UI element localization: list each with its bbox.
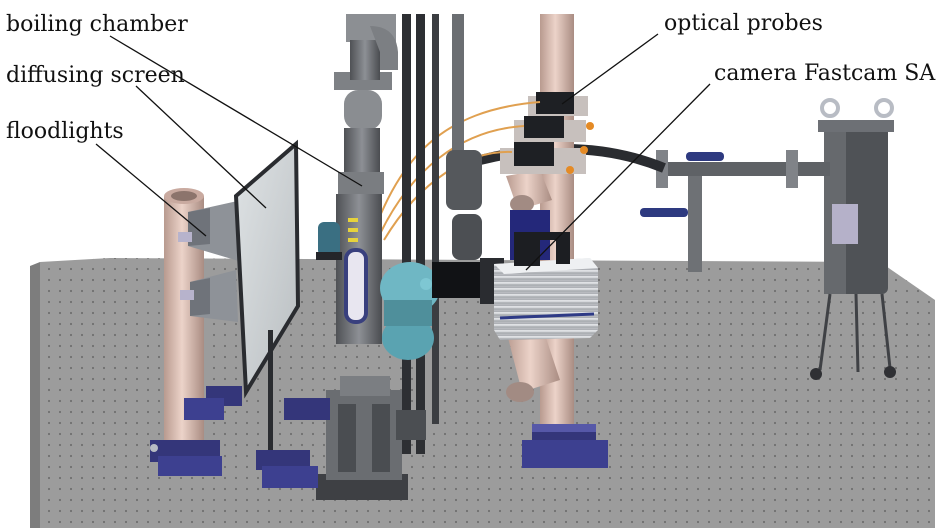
label-diffusing-screen: diffusing screen [6, 63, 185, 88]
leader-lines [95, 33, 711, 271]
leader-optical-probes [561, 33, 659, 105]
optical-probes [500, 92, 594, 174]
central-frame [334, 14, 482, 454]
diffusing-screen [233, 139, 318, 488]
label-optical-probes: optical probes [664, 11, 823, 36]
leader-camera [525, 83, 711, 271]
label-boiling-chamber: boiling chamber [6, 12, 188, 37]
leader-diffusing-screen [135, 85, 267, 209]
optical-fibres [371, 101, 541, 241]
pump-unit [316, 222, 342, 260]
leader-floodlights [95, 143, 207, 237]
chamber-stand [316, 376, 426, 500]
boiling-chamber [336, 128, 384, 344]
high-speed-camera [432, 232, 598, 340]
leader-boiling-chamber [109, 35, 363, 187]
label-floodlights: floodlights [6, 119, 124, 144]
label-camera: camera Fastcam SA5 [714, 61, 936, 86]
floodlights [178, 200, 242, 322]
valve-assembly [380, 262, 440, 360]
screen-base-pads [184, 386, 330, 420]
filter-vessel [810, 98, 896, 380]
